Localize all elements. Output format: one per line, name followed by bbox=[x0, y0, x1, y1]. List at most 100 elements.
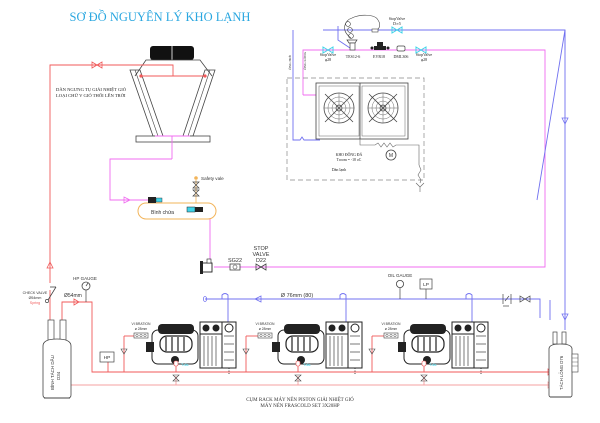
pipe-label-suction: ỐNG HƠI bbox=[287, 54, 292, 70]
rack-caption-line1: CỤM RACK MÁY NÉN PISTON GIẢI NHIỆT GIÓ bbox=[246, 397, 354, 403]
condenser-label-line2: LOẠI CHỮ V GIÓ THỔI LÊN TRỜI bbox=[56, 93, 126, 98]
stop-valve-label-line1: STOP bbox=[254, 246, 269, 252]
discharge-size-label: Ø54mm bbox=[64, 293, 82, 299]
compressor-3 bbox=[397, 321, 489, 375]
check-valve-icon bbox=[45, 286, 57, 303]
condenser-label-line1: DÀN NGƯNG TỤ GIẢI NHIỆT GIÓ bbox=[56, 87, 127, 92]
oil-separator bbox=[42, 319, 72, 399]
suction-accumulator bbox=[548, 331, 579, 398]
flow-arrow-icon bbox=[46, 261, 54, 269]
stop-valve-right-size: φ28 bbox=[421, 57, 427, 62]
flow-arrow-icon bbox=[561, 117, 569, 125]
diagram-title: SƠ ĐỒ NGUYÊN LÝ KHO LẠNH bbox=[70, 9, 251, 24]
evaporator-fan-icon bbox=[323, 92, 355, 124]
evaporator-fan-icon bbox=[367, 92, 399, 124]
hp-switch-label: HP bbox=[104, 355, 111, 361]
vibration-label-2b: ø 28mm bbox=[259, 327, 272, 331]
compressor-rack bbox=[145, 321, 489, 375]
oil-gauge-label: OIL GAUGE bbox=[388, 273, 413, 278]
check-valve-label-line2: Ø54mm bbox=[29, 296, 42, 300]
check-valve-label-line1: CHECK VALVE bbox=[23, 291, 48, 295]
hp-gauge-label: HP GAUGE bbox=[73, 276, 97, 281]
solenoid-valve-icon bbox=[370, 42, 390, 50]
suction-stop-valve-icon bbox=[519, 295, 531, 303]
flow-arrow-icon bbox=[120, 348, 128, 355]
vibration-label-1b: ø 28mm bbox=[135, 327, 148, 331]
compressor-2 bbox=[271, 321, 363, 375]
stop-valve-icon bbox=[255, 263, 267, 271]
suction-stop-valve-label: StopValve bbox=[389, 16, 406, 21]
vibration-label-2a: VI BRATION bbox=[256, 322, 276, 326]
suction-piping bbox=[205, 26, 566, 330]
room-label-line1: KHO ĐÔNG ĐÁ bbox=[336, 152, 363, 157]
expansion-valve-icon bbox=[344, 14, 380, 51]
safety-valve-cap-icon bbox=[194, 176, 198, 180]
safety-valve-icon bbox=[192, 181, 200, 197]
defrost-drain-line bbox=[359, 139, 425, 192]
vibration-eliminator-1 bbox=[133, 332, 149, 339]
flow-arrow-icon bbox=[73, 298, 80, 306]
safety-valve-label: Safety vale bbox=[201, 176, 224, 181]
flow-arrow-icon bbox=[123, 196, 131, 204]
receiver-label: Bình chứa bbox=[151, 210, 174, 216]
vibration-label-1a: VI BRATION bbox=[132, 322, 152, 326]
liquid-separator-label: TÁCH LỎNG D76 bbox=[559, 355, 564, 390]
compressor-1 bbox=[145, 321, 237, 375]
evaporator-label: Dàn lạnh bbox=[332, 167, 347, 172]
lp-switch-label: LP bbox=[423, 282, 429, 288]
stop-valve-right-label: StopValve bbox=[416, 52, 433, 57]
pipe-end-cap bbox=[202, 296, 207, 302]
receiver-inlet-valve-icon bbox=[148, 197, 163, 203]
sight-glass-icon bbox=[229, 263, 241, 271]
suction-header-label: Ø 76mm (80) bbox=[281, 293, 314, 299]
discharge-temp-sensors bbox=[173, 360, 427, 367]
stop-valve-label-line3: D22 bbox=[256, 258, 266, 264]
oil-separator-label-line2: D34 bbox=[56, 371, 61, 380]
rack-caption-line2: MÁY NÉN FRASCOLD SET 3X20HP bbox=[260, 403, 339, 409]
stop-valve-left-icon bbox=[322, 46, 334, 54]
flow-arrow-icon bbox=[561, 313, 569, 321]
pipe-label-liquid: ỐNG LỎNG bbox=[302, 51, 307, 70]
oil-return-valve-icon bbox=[172, 374, 180, 382]
v-type-condenser bbox=[129, 46, 216, 143]
temp-sensor-label-2: Tdis bbox=[303, 362, 311, 367]
flow-arrow-icon bbox=[254, 295, 262, 303]
oil-return-valve-icon bbox=[420, 374, 428, 382]
temp-sensor-label-1: Tdis bbox=[181, 362, 189, 367]
sight-glass-label: SG22 bbox=[228, 258, 242, 264]
oil-return-piping bbox=[56, 376, 555, 399]
vibration-eliminator-3 bbox=[383, 332, 399, 339]
motor-label: M bbox=[389, 153, 393, 159]
oil-separator-label-line1: BÌNH TÁCH DẦU bbox=[49, 355, 55, 390]
oil-return-valve-icon bbox=[294, 374, 302, 382]
flow-arrow-icon bbox=[242, 348, 250, 355]
vibration-label-3a: VI BRATION bbox=[382, 322, 402, 326]
filter-drier-icon bbox=[200, 258, 213, 274]
evaporator-unit bbox=[315, 82, 409, 140]
cold-room-boundary bbox=[286, 77, 425, 181]
oil-gauge-icon bbox=[395, 279, 404, 288]
stop-valve-left-size: φ28 bbox=[325, 57, 331, 62]
hp-switch bbox=[99, 351, 115, 363]
room-label-line2: Troom = -18 oC bbox=[337, 158, 362, 162]
vibration-label-3b: ø 28mm bbox=[385, 327, 398, 331]
suction-stop-valve-size: D∞5 bbox=[393, 21, 401, 26]
temp-sensor-label-3: Tdis bbox=[429, 362, 437, 367]
suction-stop-valve-icon bbox=[391, 26, 403, 34]
vibration-eliminator-2 bbox=[257, 332, 273, 339]
filter-label: DML306 bbox=[394, 54, 409, 59]
condenser-inlet-valve-icon bbox=[91, 61, 103, 69]
check-valve-label-line3: Spring bbox=[30, 301, 40, 305]
solenoid-valve-label: EVR18 bbox=[373, 54, 385, 59]
flow-arrow-icon bbox=[368, 348, 376, 355]
receiver-outlet-valve-icon bbox=[186, 206, 203, 213]
stop-valve-right-icon bbox=[415, 46, 427, 54]
liquid-receiver bbox=[137, 202, 217, 220]
expansion-valve-label: TES12-6 bbox=[346, 54, 360, 59]
suction-filter-icon bbox=[502, 294, 512, 307]
stop-valve-left-label: StopValve bbox=[320, 52, 337, 57]
stop-valve-label-line2: VALVE bbox=[253, 252, 270, 258]
motor-icon bbox=[385, 149, 397, 161]
liquid-piping bbox=[109, 49, 546, 268]
